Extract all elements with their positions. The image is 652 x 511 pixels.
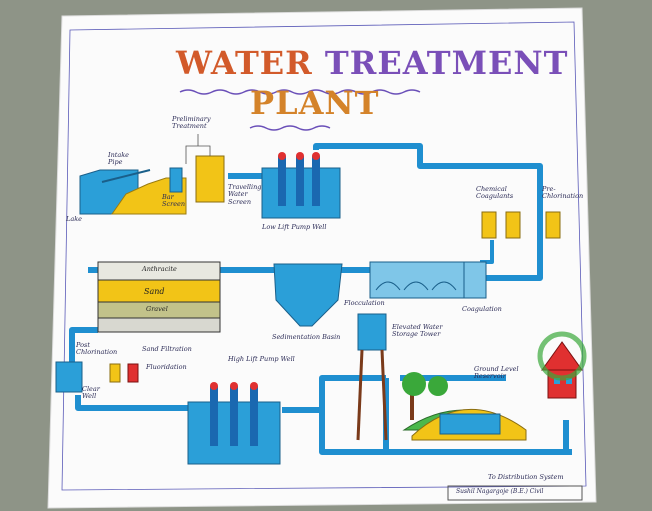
label-travelling-water-screen: Travelling Water Screen [228,183,262,206]
label-sand-filtration: Sand Filtration [142,345,192,353]
label-coagulation: Coagulation [462,305,502,313]
travelling-water-screen [195,155,225,203]
signature: Sushil Nagargoje (B.E.) Civil [456,488,544,495]
label-anthracite: Anthracite [142,265,177,273]
poster-title: WATER TREATMENT [176,44,568,82]
label-sedimentation-basin: Sedimentation Basin [272,333,341,341]
clear-well [55,361,83,393]
label-chemical-coagulants: Chemical Coagulants [476,185,514,201]
label-pre-chlorination: Pre- Chlorination [542,185,584,201]
label-sand: Sand [144,287,165,296]
house-icon [537,331,587,399]
title-word-treatment: TREATMENT [324,44,569,82]
label-clear-well: Clear Well [82,385,100,401]
high-lift-pump-well [187,382,281,465]
label-preliminary-treatment: Preliminary Treatment [172,115,211,131]
pre-chlorination-tank [545,211,561,239]
flocculation-coagulation-tank [369,261,487,299]
sand-filter [97,261,221,333]
label-lake: Lake [66,215,82,223]
low-lift-pump-well [261,152,341,219]
fluoridation-tank [127,363,139,383]
label-low-lift-pump-well: Low Lift Pump Well [262,223,327,231]
label-fluoridation: Fluoridation [146,363,187,371]
signature-box [447,485,583,501]
elevated-water-tower [356,313,388,441]
poster-paper [47,7,597,509]
label-ground-level-reservoir: Ground Level Reservoir [474,365,519,381]
label-high-lift-pump-well: High Lift Pump Well [228,355,295,363]
label-flocculation: Flocculation [344,299,385,307]
label-gravel: Gravel [146,305,168,313]
title-underline [179,89,421,95]
chemical-coagulant-tank-1 [481,211,497,239]
poster-title-plant: PLANT [250,84,380,122]
chemical-coagulant-tank-2 [505,211,521,239]
bar-screen [169,167,183,193]
label-to-distribution-system: To Distribution System [488,473,564,481]
ground-level-reservoir [402,372,527,441]
label-post-chlorination: Post Chlorination [76,341,118,357]
sedimentation-basin [273,263,343,327]
lake [79,169,187,215]
title-word-water: WATER [176,44,313,82]
label-intake-pipe: Intake Pipe [108,151,130,167]
label-bar-screen: Bar Screen [162,193,186,209]
label-elevated-water-storage-tower: Elevated Water Storage Tower [392,323,443,339]
post-chlorination-tank [109,363,121,383]
